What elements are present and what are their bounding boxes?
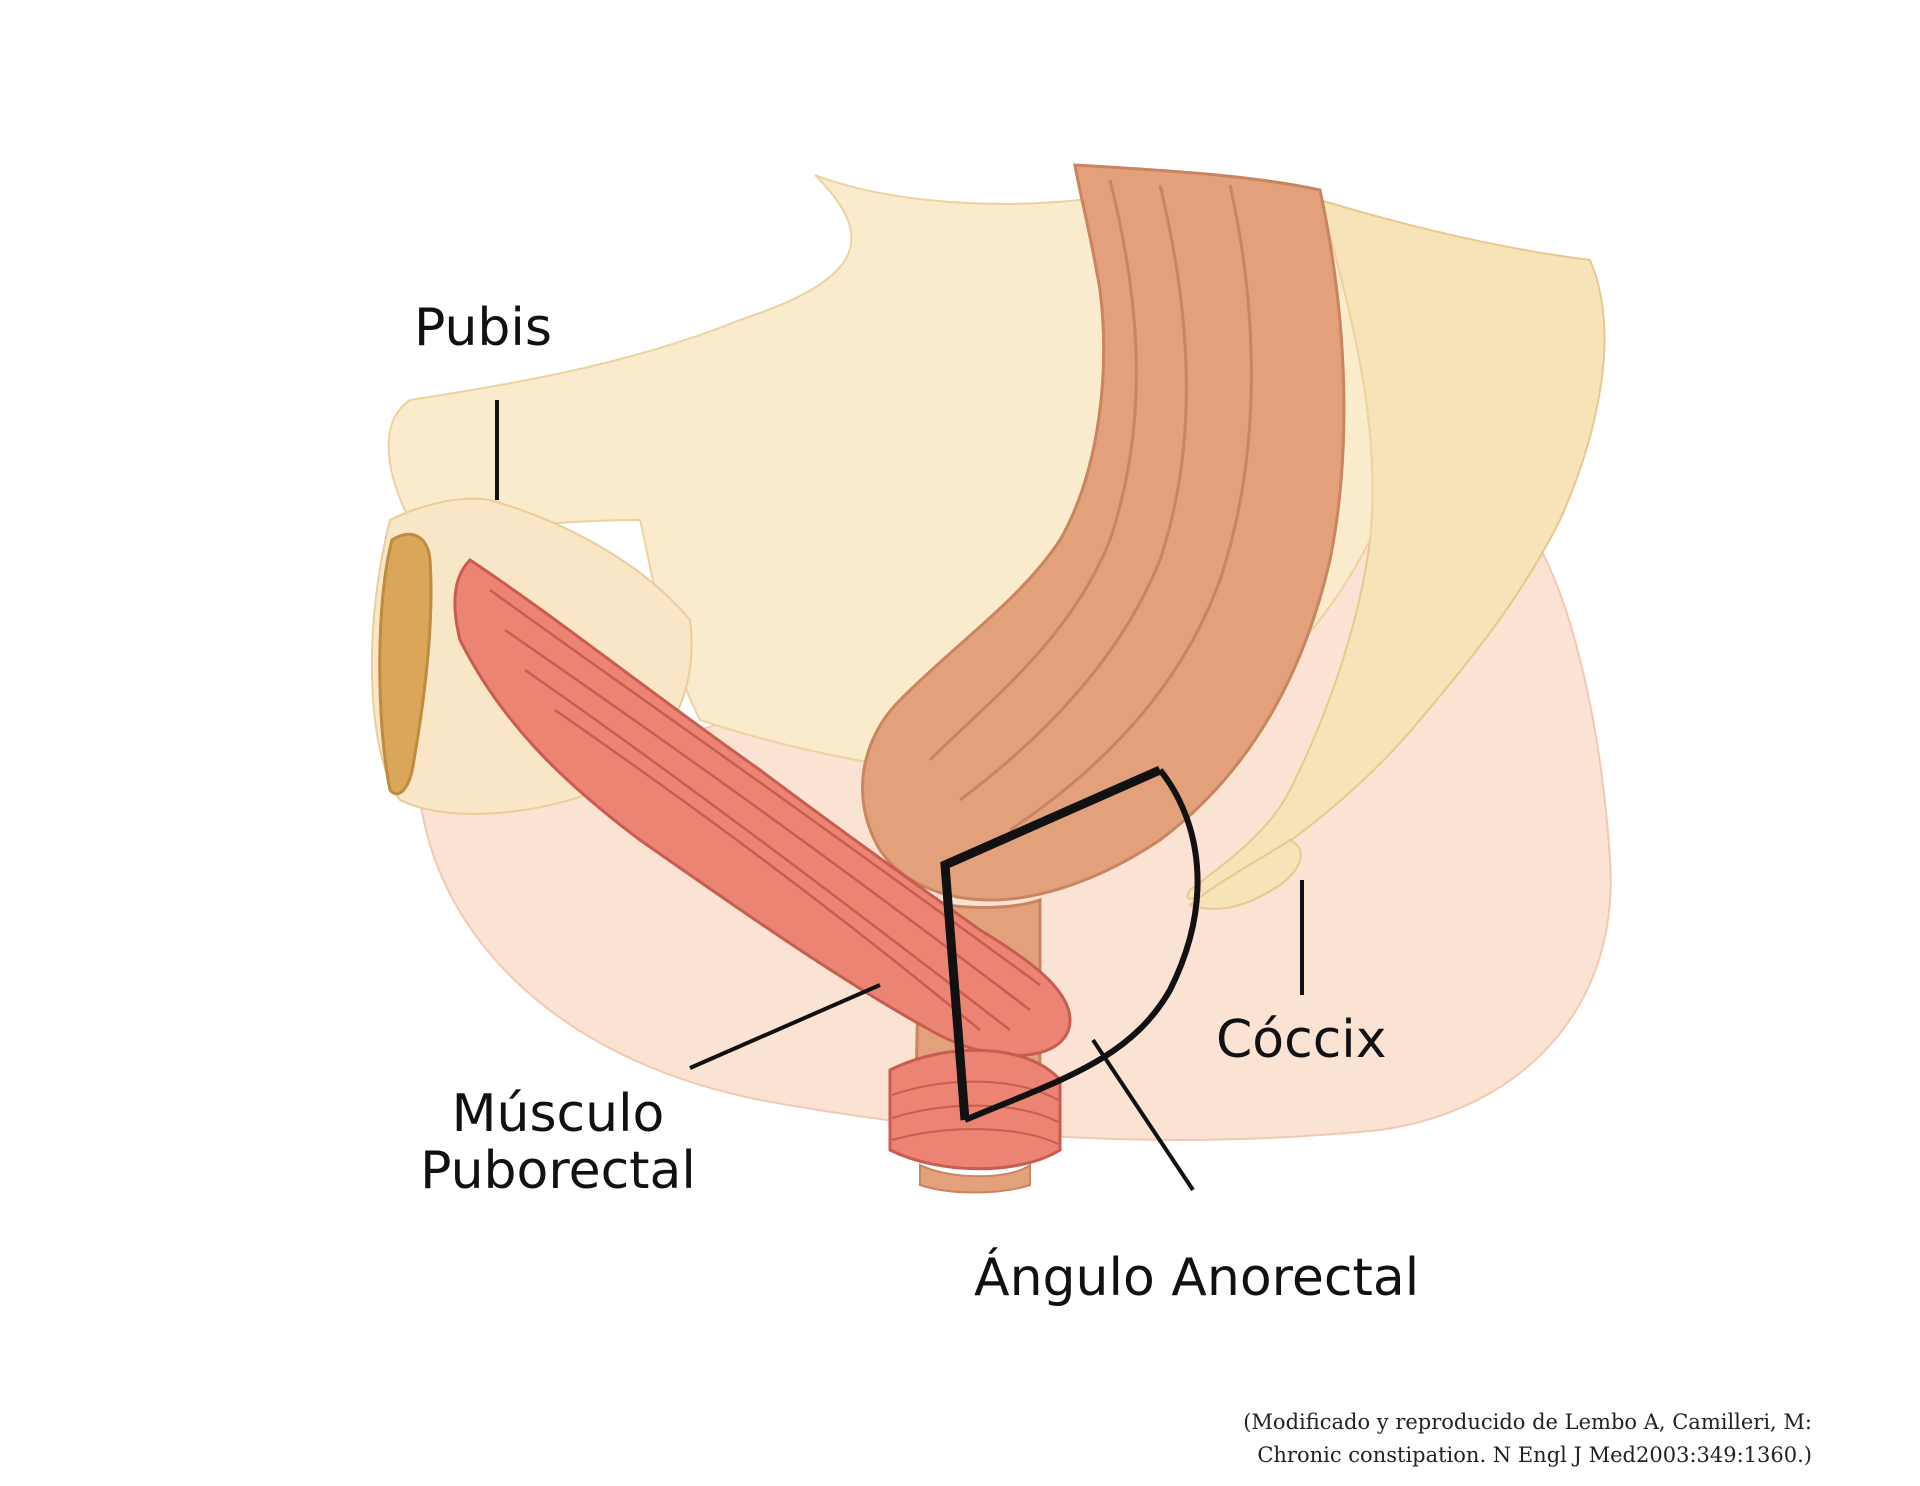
- anal-opening: [919, 1163, 1031, 1194]
- anal-sphincter: [888, 1048, 1062, 1171]
- coccix-label: Cóccix: [1216, 1010, 1387, 1070]
- musculo-label-line1: Músculo: [451, 1084, 665, 1144]
- puborectalis-fibers: [489, 588, 1041, 1031]
- citation-line2: Chronic constipation. N Engl J Med2003:3…: [1257, 1442, 1812, 1467]
- citation: (Modificado y reproducido de Lembo A, Ca…: [1243, 1406, 1812, 1471]
- musculo-leader-line: [689, 983, 881, 1070]
- rectum: [861, 163, 1346, 902]
- anorectal-angle-arc: [963, 768, 1201, 1123]
- sphincter-fibers: [891, 1080, 1059, 1145]
- rectum-fold-1: [928, 179, 1138, 762]
- rectum-fold-3: [1009, 184, 1253, 832]
- angulo-leader-line: [1091, 1038, 1195, 1192]
- musculo-label-line2: Puborectal: [420, 1141, 696, 1202]
- coccyx-bone: [1187, 838, 1302, 910]
- puborectalis-muscle: [453, 558, 1072, 1057]
- pubis-label: Pubis: [414, 298, 552, 358]
- pubis-cut-surface: [378, 532, 433, 796]
- citation-line1: (Modificado y reproducido de Lembo A, Ca…: [1243, 1410, 1812, 1434]
- anorectal-angle-lines: [940, 765, 1162, 1121]
- rectum-fold-2: [959, 184, 1188, 802]
- angulo-anorectal-label: Ángulo Anorectal: [974, 1248, 1420, 1308]
- musculo-puborectal-label: Músculo Puborectal: [408, 1084, 708, 1202]
